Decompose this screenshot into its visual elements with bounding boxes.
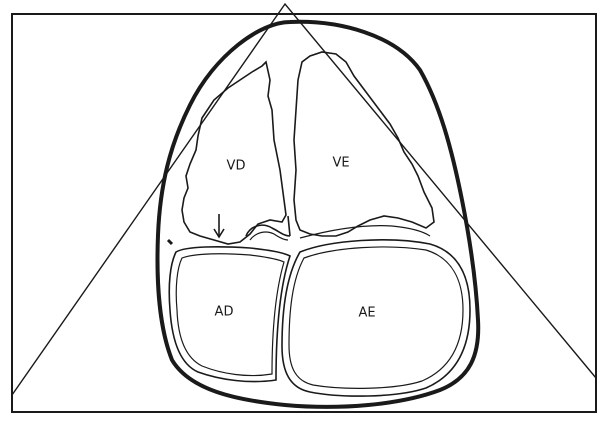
left-atrium-wall-inner — [289, 247, 463, 388]
left-ventricle-cavity — [294, 52, 434, 236]
down-arrow-icon — [214, 214, 224, 237]
ultrasound-sector — [12, 4, 596, 395]
label-ve: VE — [332, 156, 349, 171]
left-atrium-cavity — [282, 240, 470, 396]
label-ad: AD — [215, 305, 234, 320]
label-vd: VD — [227, 159, 246, 174]
wall-mark — [168, 240, 172, 244]
heart-outer-contour — [158, 22, 479, 407]
label-ae: AE — [358, 306, 375, 321]
interventricular-septum — [288, 216, 290, 236]
image-frame — [12, 14, 596, 412]
